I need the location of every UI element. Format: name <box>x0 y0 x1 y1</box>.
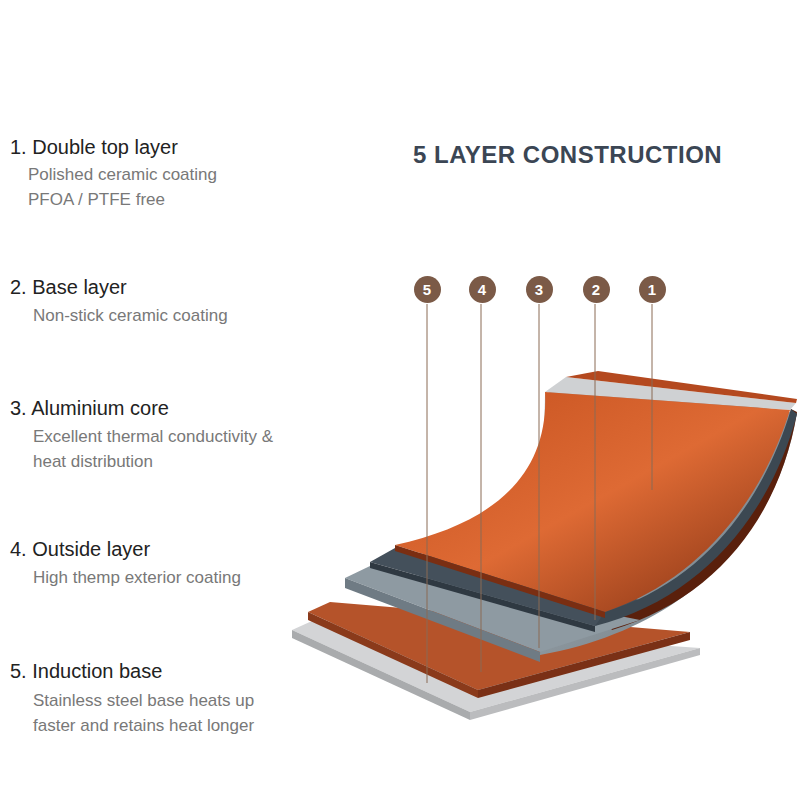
layer-description: Stainless steel base heats up faster and… <box>33 688 298 738</box>
callout-text: 3 <box>535 282 543 297</box>
layer-heading: 2. Base layer <box>10 275 127 299</box>
layer-heading: 4. Outside layer <box>10 537 150 561</box>
leader-line <box>539 304 540 648</box>
layer-heading: 1. Double top layer <box>10 135 178 159</box>
callout-text: 1 <box>648 282 656 297</box>
diagram-title: 5 LAYER CONSTRUCTION <box>413 140 722 170</box>
layer-heading: 5. Induction base <box>10 659 162 683</box>
layer-description: Polished ceramic coating PFOA / PTFE fre… <box>28 162 263 212</box>
layer-description: High themp exterior coating <box>33 565 333 590</box>
callout-number: 4 <box>469 276 496 303</box>
layer-description: Excellent thermal conductivity & heat di… <box>33 424 291 474</box>
callout-text: 5 <box>423 282 431 297</box>
layer-description: Non-stick ceramic coating <box>33 303 333 328</box>
layer-heading: 3. Aluminium core <box>10 396 169 420</box>
callout-text: 4 <box>478 282 486 297</box>
leader-line <box>427 304 428 683</box>
leader-lines <box>427 304 652 683</box>
leader-line <box>481 304 482 672</box>
callout-text: 2 <box>592 282 600 297</box>
callout-number: 3 <box>526 276 553 303</box>
callout-number: 2 <box>583 276 610 303</box>
callout-number: 5 <box>414 276 441 303</box>
top-ceramic-layer <box>395 392 790 618</box>
leader-line <box>652 304 653 490</box>
leader-line <box>595 304 596 620</box>
callout-number: 1 <box>639 276 666 303</box>
